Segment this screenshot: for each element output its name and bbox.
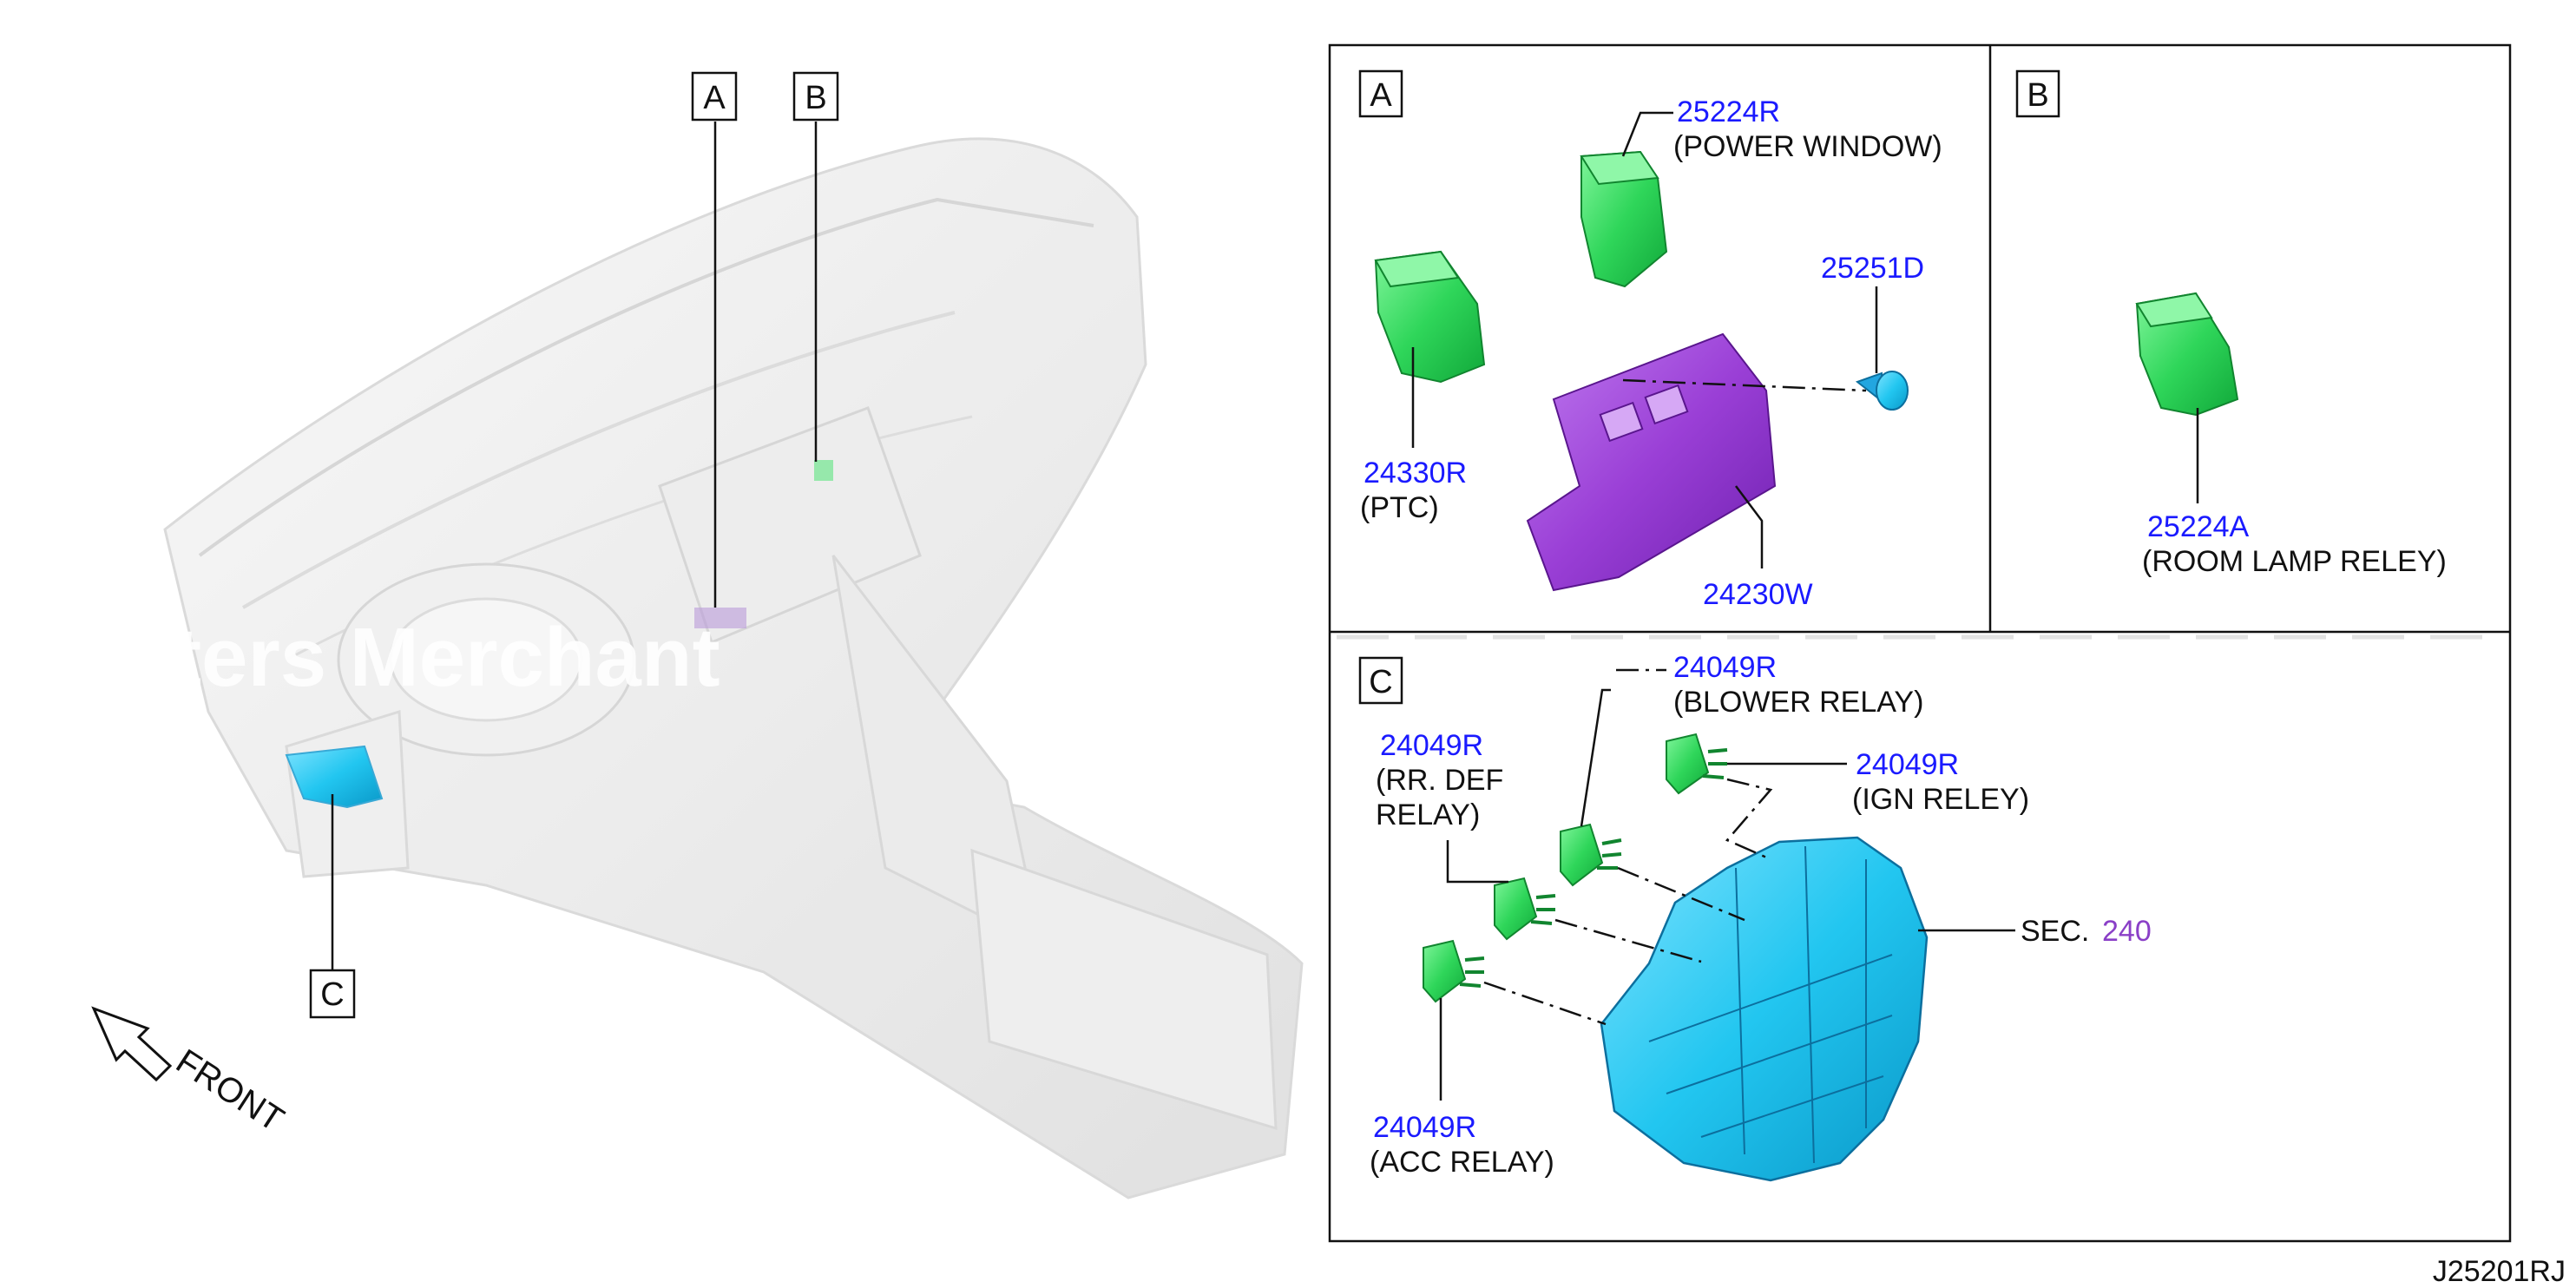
- part-25251d-number[interactable]: 25251D: [1821, 252, 1924, 285]
- panel-a: A 25224R (POWER WINDOW) 24330R (PTC) 242…: [1358, 69, 1942, 611]
- location-a-marker: [694, 608, 746, 628]
- leader-blower: [1580, 688, 1611, 827]
- leader-25251d-dash: [1622, 378, 1867, 392]
- relay-24330r[interactable]: [1374, 250, 1486, 384]
- leader-24230w: [1735, 485, 1764, 568]
- part-rr-def-number[interactable]: 24049R: [1380, 729, 1483, 762]
- location-b-marker: [814, 460, 833, 481]
- panel-c-letter: C: [1369, 664, 1392, 700]
- dashboard-overview: ters Merchant A B C FRONT: [91, 71, 1304, 1199]
- part-25224a-desc: (ROOM LAMP RELEY): [2142, 545, 2447, 578]
- sec-240-reference[interactable]: 240: [2102, 915, 2152, 948]
- dash-acc-to-block: [1483, 981, 1607, 1026]
- part-25224r-number[interactable]: 25224R: [1677, 95, 1780, 128]
- part-ign-number[interactable]: 24049R: [1856, 748, 1959, 781]
- dash-ign-to-block: [1725, 778, 1773, 861]
- location-c-fuse-block: [285, 745, 384, 809]
- relay-25224a[interactable]: [2135, 292, 2239, 417]
- part-blower-number[interactable]: 24049R: [1673, 651, 1777, 684]
- part-24330r-desc: (PTC): [1360, 491, 1439, 524]
- part-25224a-number[interactable]: 25224A: [2147, 510, 2250, 543]
- callout-a[interactable]: A: [691, 71, 738, 122]
- front-label: FRONT: [169, 1042, 291, 1140]
- panel-a-letter: A: [1370, 77, 1392, 114]
- panel-b: B 25224A (ROOM LAMP RELEY): [2015, 69, 2447, 578]
- panel-a-letter-box: [1358, 69, 1403, 118]
- dash-rr-def-to-block: [1554, 918, 1702, 963]
- relay-acc[interactable]: [1423, 939, 1485, 1003]
- detail-panels: [1328, 43, 2512, 1243]
- watermark-text: ters Merchant: [174, 611, 720, 704]
- leader-25224r: [1621, 111, 1673, 157]
- part-24330r-number[interactable]: 24330R: [1364, 457, 1467, 490]
- panel-c-letter-box: [1358, 656, 1403, 705]
- fuse-block[interactable]: [1600, 836, 1929, 1182]
- sec-prefix: SEC.: [2021, 915, 2089, 948]
- part-24230w-number[interactable]: 24230W: [1703, 578, 1813, 611]
- part-acc-number[interactable]: 24049R: [1373, 1111, 1476, 1144]
- part-blower-desc: (BLOWER RELAY): [1673, 686, 1923, 719]
- part-rr-def-desc-2: RELAY): [1376, 798, 1480, 831]
- leader-rr-def: [1446, 840, 1508, 884]
- diagram-code: J25201RJ: [2433, 1255, 2566, 1288]
- part-acc-desc: (ACC RELAY): [1370, 1146, 1554, 1179]
- panel-c: C SEC. 240 24049R (BLOWER RELAY): [1358, 651, 2152, 1182]
- part-rr-def-desc-1: (RR. DEF: [1376, 764, 1503, 797]
- panel-b-letter-box: [2015, 69, 2060, 118]
- callout-b[interactable]: B: [792, 71, 839, 122]
- callout-b-letter: B: [805, 80, 826, 116]
- panel-b-letter: B: [2027, 77, 2048, 114]
- callout-a-letter: A: [703, 80, 726, 116]
- clip-25251d[interactable]: [1855, 371, 1909, 411]
- part-25224r-desc: (POWER WINDOW): [1673, 130, 1942, 163]
- relay-blower[interactable]: [1560, 823, 1622, 887]
- part-ign-desc: (IGN RELEY): [1852, 783, 2029, 816]
- detail-frame: [1328, 43, 2512, 1243]
- callout-c[interactable]: C: [309, 969, 356, 1019]
- front-arrow-icon: [91, 1006, 173, 1082]
- relay-rr-def[interactable]: [1494, 877, 1556, 941]
- relay-25224r[interactable]: [1580, 150, 1668, 288]
- dashboard-ghost-illustration: [163, 137, 1304, 1199]
- callout-c-letter: C: [320, 976, 344, 1013]
- relay-ign[interactable]: [1666, 733, 1728, 795]
- bracket-24230w[interactable]: [1526, 332, 1777, 592]
